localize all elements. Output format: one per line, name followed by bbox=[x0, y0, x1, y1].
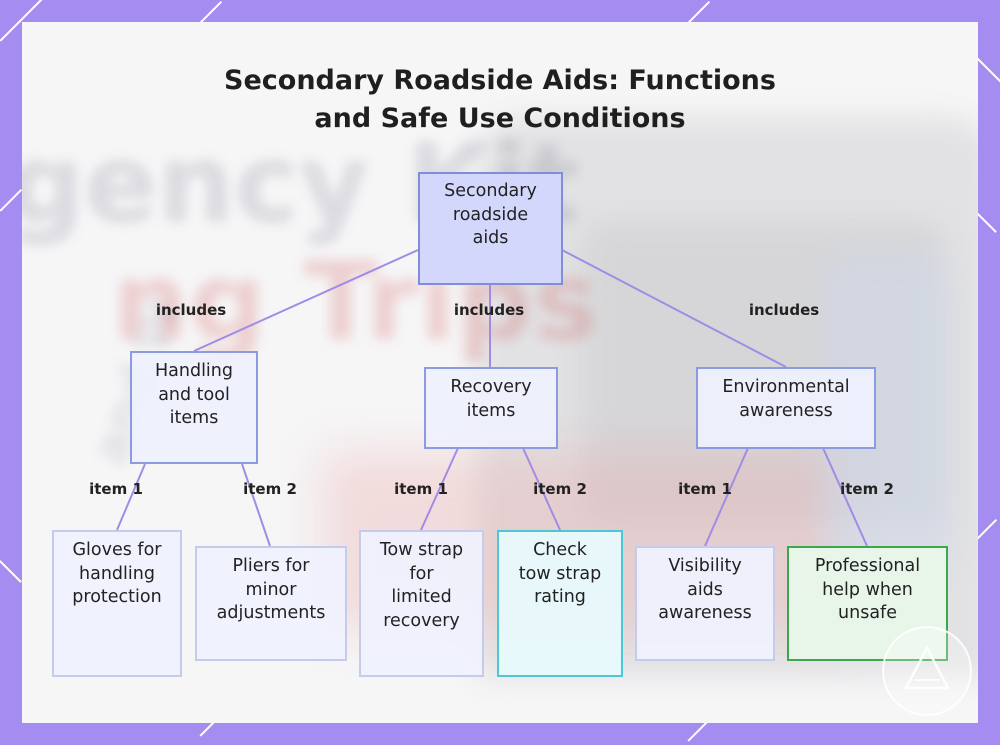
node-text-line: aids bbox=[687, 579, 723, 600]
node-text-line: help when bbox=[822, 579, 913, 600]
node-text-line: roadside bbox=[452, 204, 529, 225]
title-line: and Safe Use Conditions bbox=[314, 103, 686, 134]
node-text-line: Recovery bbox=[450, 377, 532, 397]
leaf-node-check-tow-strap: Check tow strap rating bbox=[497, 530, 623, 677]
diagram-title: Secondary Roadside Aids: Functions and S… bbox=[0, 62, 1000, 138]
edge-label-item: item 1 bbox=[678, 480, 732, 498]
triangle-logo-icon bbox=[903, 645, 951, 690]
node-text-line: adjustments bbox=[216, 603, 326, 623]
node-text-line: Environmental bbox=[722, 377, 850, 397]
node-text-line: items bbox=[466, 400, 516, 421]
node-text-line: and tool bbox=[158, 384, 230, 405]
edge-label-includes: includes bbox=[748, 301, 820, 319]
edge-label-includes: includes bbox=[453, 301, 525, 319]
leaf-node-pliers: Pliers for minor adjustments bbox=[195, 546, 347, 661]
edge-label-item: item 2 bbox=[840, 480, 894, 498]
node-text-line: protection bbox=[72, 587, 162, 607]
edge-label-item: item 2 bbox=[533, 480, 587, 498]
node-text-line: Tow strap bbox=[379, 540, 464, 560]
branch-node-recovery: Recovery items bbox=[424, 367, 558, 449]
node-text-line: rating bbox=[534, 587, 586, 607]
node-text-line: limited bbox=[391, 587, 452, 607]
branch-node-handling: Handling and tool items bbox=[130, 351, 258, 464]
node-text-line: Check bbox=[533, 540, 587, 560]
edge-environment-visibility bbox=[704, 447, 749, 547]
node-text-line: aids bbox=[472, 228, 509, 248]
edge-label-item: item 1 bbox=[89, 480, 143, 498]
edges bbox=[116, 249, 868, 547]
node-text-line: minor bbox=[245, 579, 297, 600]
watermark-logo bbox=[882, 626, 972, 716]
edge-handling-pliers bbox=[241, 463, 271, 547]
node-text-line: tow strap bbox=[518, 563, 602, 584]
node-text-line: unsafe bbox=[838, 603, 897, 623]
node-text-line: Pliers for bbox=[232, 556, 310, 576]
title-line: Secondary Roadside Aids: Functions bbox=[224, 65, 776, 96]
node-text-line: for bbox=[409, 563, 434, 584]
node-text-line: Handling bbox=[154, 361, 233, 381]
node-text-line: handling bbox=[79, 563, 155, 584]
root-node: Secondary roadside aids bbox=[418, 172, 563, 285]
node-text-line: Secondary bbox=[444, 181, 537, 201]
node-text-line: recovery bbox=[383, 610, 460, 631]
edge-root-handling bbox=[193, 249, 419, 352]
node-text-line: items bbox=[169, 408, 219, 428]
leaf-node-tow-strap: Tow strap for limited recovery bbox=[359, 530, 484, 677]
edge-label-includes: includes bbox=[155, 301, 227, 319]
edge-handling-gloves bbox=[116, 463, 146, 531]
leaf-node-gloves: Gloves for handling protection bbox=[52, 530, 182, 677]
edge-root-environment bbox=[561, 249, 787, 368]
node-text-line: Visibility bbox=[668, 556, 742, 576]
edge-recovery-towstrap bbox=[420, 447, 459, 531]
node-text-line: Gloves for bbox=[72, 540, 162, 560]
node-text-line: awareness bbox=[658, 603, 752, 623]
edge-environment-professional bbox=[822, 447, 868, 547]
node-text-line: awareness bbox=[739, 400, 833, 421]
node-text-line: Professional bbox=[814, 556, 921, 576]
edge-label-item: item 1 bbox=[394, 480, 448, 498]
leaf-node-visibility: Visibility aids awareness bbox=[635, 546, 775, 661]
branch-node-environment: Environmental awareness bbox=[696, 367, 876, 449]
edge-label-item: item 2 bbox=[243, 480, 297, 498]
edge-recovery-check bbox=[522, 447, 561, 531]
